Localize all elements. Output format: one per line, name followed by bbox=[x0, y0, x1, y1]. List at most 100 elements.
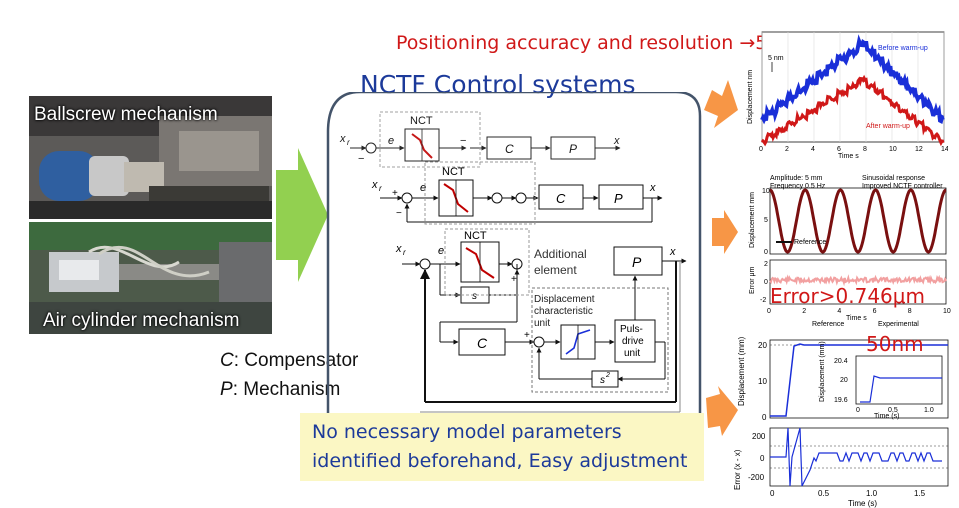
c1-xtick: 12 bbox=[915, 146, 923, 153]
series-step-error bbox=[770, 427, 942, 487]
series-error bbox=[769, 274, 947, 287]
p-label-1: P bbox=[569, 142, 577, 156]
minus-1b: − bbox=[460, 135, 466, 147]
before-warmup-label: Before warm-up bbox=[878, 45, 928, 52]
chart2-ylabel-top: Displacement mm bbox=[749, 192, 756, 248]
puls-drive-block bbox=[614, 319, 656, 363]
note-line-2: identified beforehand, Easy adjustment bbox=[312, 450, 688, 472]
error-text: Error>0.746μm bbox=[770, 284, 925, 308]
inset-ylabel: Displacement (mm) bbox=[819, 341, 826, 402]
s2-label: s bbox=[600, 375, 605, 386]
inset-frame bbox=[855, 355, 943, 405]
air-cylinder-illustration bbox=[29, 222, 272, 334]
inset-ytick-20-4: 20.4 bbox=[834, 358, 848, 365]
nct-label-1: NCT bbox=[410, 115, 433, 127]
c1-xtick: 4 bbox=[811, 146, 815, 153]
c3-xtick: 1.5 bbox=[914, 489, 926, 498]
resolution-50nm: 50nm bbox=[866, 332, 924, 356]
c2-xtick: 10 bbox=[943, 308, 951, 315]
disp-unit-frame bbox=[531, 287, 669, 393]
xr-sub-3: r bbox=[403, 248, 406, 257]
c2-xtick: 0 bbox=[767, 308, 771, 315]
note-box: No necessary model parameters identified… bbox=[300, 413, 704, 481]
err-ytick-0: 0 bbox=[760, 454, 765, 463]
minus-1: − bbox=[358, 153, 364, 165]
headline-text: Positioning accuracy and resolution bbox=[396, 32, 734, 54]
c2-xtick: 2 bbox=[802, 308, 806, 315]
c3-xlabel: Time (s) bbox=[848, 499, 877, 508]
orange-arrow-icon-3 bbox=[706, 386, 738, 436]
nct-label-2: NCT bbox=[442, 166, 465, 178]
ytick-bottom-2: 2 bbox=[764, 261, 768, 268]
series-sine bbox=[769, 188, 947, 254]
legend-p-symbol: P bbox=[220, 379, 233, 400]
disp-label-3: unit bbox=[534, 318, 550, 329]
puls-label-2: drive bbox=[622, 336, 644, 347]
xr-sub-1: r bbox=[347, 138, 350, 147]
ytick-bottom-0: 0 bbox=[764, 279, 768, 286]
ballscrew-label: Ballscrew mechanism bbox=[34, 104, 218, 125]
ballscrew-illustration bbox=[29, 96, 272, 219]
plus-4: + bbox=[524, 330, 530, 341]
c-block-2 bbox=[538, 184, 584, 210]
after-warmup-label: After warm-up bbox=[866, 123, 910, 130]
c3-ytick-10: 10 bbox=[758, 377, 767, 386]
c2-xtick: 4 bbox=[837, 308, 841, 315]
c1-xtick: 14 bbox=[941, 146, 948, 153]
inset-xlabel: Time (s) bbox=[874, 413, 899, 420]
ytick-bottom-neg2: -2 bbox=[760, 297, 766, 304]
diagram-layer-3: x r e NCT + s Additional element P x C bbox=[395, 228, 687, 413]
frame-border bbox=[360, 92, 702, 414]
inset-ytick-19-6: 19.6 bbox=[834, 397, 848, 404]
ballscrew-photo: Ballscrew mechanism bbox=[29, 96, 272, 219]
note-line-1: No necessary model parameters bbox=[312, 421, 622, 443]
x-label-2: x bbox=[649, 182, 656, 194]
ann-frequency: Frequency 0.5 Hz bbox=[770, 183, 826, 190]
series-step bbox=[770, 343, 948, 417]
c-label-3: C bbox=[477, 335, 488, 351]
c2-xtick: 8 bbox=[908, 308, 912, 315]
legend-reference: Reference bbox=[812, 321, 844, 328]
c-label-1: C bbox=[505, 142, 514, 156]
chart-warmup: Before warm-up After warm-up 5 nm Displa… bbox=[747, 31, 948, 160]
c1-xtick: 0 bbox=[759, 146, 763, 153]
ytick-top-0: 0 bbox=[764, 249, 768, 256]
e-label-3: e bbox=[438, 245, 444, 257]
ytick-top-5: 5 bbox=[764, 217, 768, 224]
legend-c-symbol: C bbox=[220, 350, 234, 371]
diagram-layer-2: x r e NCT C P x − + bbox=[371, 161, 663, 225]
reference-label: Reference bbox=[794, 239, 826, 246]
additional-label-1: Additional bbox=[534, 247, 587, 261]
c-label-2: C bbox=[556, 191, 566, 206]
disp-label-2: characteristic bbox=[534, 306, 593, 317]
nct-label-3: NCT bbox=[464, 230, 487, 242]
s2-sup: 2 bbox=[605, 372, 610, 379]
e-label-1: e bbox=[388, 135, 394, 147]
series-inset bbox=[860, 375, 942, 403]
xr-label-1: x bbox=[339, 133, 346, 145]
minus-2: − bbox=[396, 208, 402, 219]
x-label-3: x bbox=[669, 246, 676, 258]
inset-xtick-05: 0.5 bbox=[888, 407, 898, 414]
s2-block bbox=[591, 370, 619, 388]
c3-xtick: 0 bbox=[770, 489, 775, 498]
orange-arrow-icon-1 bbox=[704, 80, 738, 128]
chart-step: 20 10 0 Displacement (mm) 20.4 20 19.6 D… bbox=[733, 336, 949, 508]
p-block-3 bbox=[613, 246, 663, 276]
legend-mechanism: P: Mechanism bbox=[220, 379, 340, 401]
p-label-2: P bbox=[614, 191, 623, 206]
c3-ytick-20: 20 bbox=[758, 341, 767, 350]
c-block-3 bbox=[458, 328, 506, 356]
puls-label-1: Puls- bbox=[620, 324, 643, 335]
e-label-2: e bbox=[420, 182, 426, 194]
err-ytick-200: 200 bbox=[752, 432, 766, 441]
inset-xtick-10: 1.0 bbox=[924, 407, 934, 414]
green-arrow-icon bbox=[276, 148, 328, 282]
series-after-warmup bbox=[760, 74, 945, 147]
series-before-warmup bbox=[760, 34, 945, 125]
s-label: s bbox=[472, 291, 477, 302]
chart2-ylabel-bottom: Error μm bbox=[749, 266, 756, 294]
p-label-3: P bbox=[632, 254, 642, 270]
chart-sinusoidal: Amplitude: 5 mm Frequency 0.5 Hz Sinusoi… bbox=[749, 175, 951, 328]
c1-xtick: 6 bbox=[837, 146, 841, 153]
